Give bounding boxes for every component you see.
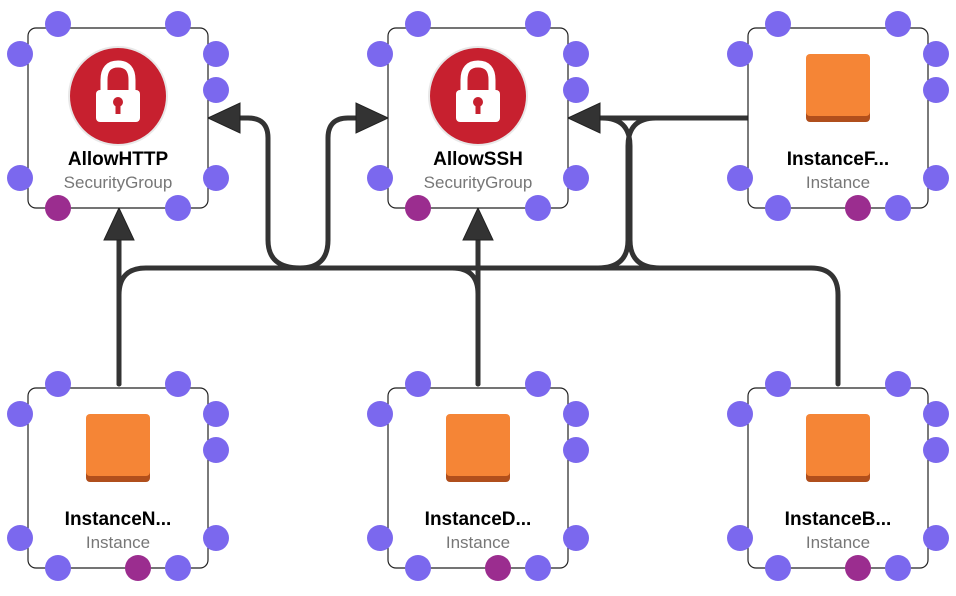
anchor-port[interactable] [845, 195, 871, 221]
node-instanced[interactable]: InstanceD... Instance [367, 371, 589, 581]
connection-port[interactable] [923, 437, 949, 463]
connection-port[interactable] [7, 401, 33, 427]
connection-port[interactable] [885, 195, 911, 221]
node-subtitle: SecurityGroup [424, 173, 533, 192]
edge-bus[interactable] [116, 265, 841, 387]
node-subtitle: SecurityGroup [64, 173, 173, 192]
anchor-port[interactable] [125, 555, 151, 581]
connection-port[interactable] [727, 165, 753, 191]
connection-port[interactable] [367, 525, 393, 551]
connection-port[interactable] [165, 371, 191, 397]
node-subtitle: Instance [806, 533, 870, 552]
node-title: InstanceF... [787, 149, 889, 170]
edge-bus-instanced[interactable] [449, 265, 481, 387]
connection-port[interactable] [405, 11, 431, 37]
instance-icon [86, 414, 150, 482]
connection-port[interactable] [765, 555, 791, 581]
connection-port[interactable] [923, 525, 949, 551]
connection-port[interactable] [885, 11, 911, 37]
node-subtitle: Instance [806, 173, 870, 192]
connection-port[interactable] [563, 77, 589, 103]
arrowhead-allowhttp-right [206, 102, 241, 134]
connection-port[interactable] [765, 195, 791, 221]
connection-port[interactable] [765, 371, 791, 397]
edge-bus-instancef[interactable] [595, 115, 659, 271]
connection-port[interactable] [525, 555, 551, 581]
node-title: AllowHTTP [68, 149, 169, 170]
connection-port[interactable] [563, 437, 589, 463]
connection-port[interactable] [165, 195, 191, 221]
connection-port[interactable] [727, 41, 753, 67]
node-subtitle: Instance [86, 533, 150, 552]
connection-port[interactable] [203, 41, 229, 67]
edge-bus-allowssh-a[interactable] [297, 115, 359, 271]
edge-bus-allowhttp[interactable] [237, 115, 303, 271]
connection-port[interactable] [405, 555, 431, 581]
connection-port[interactable] [525, 11, 551, 37]
connection-port[interactable] [7, 165, 33, 191]
connection-port[interactable] [563, 41, 589, 67]
connection-port[interactable] [563, 401, 589, 427]
edge-bus-instancef-b[interactable] [599, 115, 663, 271]
padlock-icon [68, 46, 168, 146]
anchor-port[interactable] [485, 555, 511, 581]
connection-port[interactable] [923, 165, 949, 191]
connection-port[interactable] [45, 371, 71, 397]
connection-port[interactable] [203, 165, 229, 191]
connection-port[interactable] [203, 77, 229, 103]
node-allowssh[interactable]: AllowSSH SecurityGroup [367, 11, 589, 221]
instance-icon [446, 414, 510, 482]
arrowhead-allowssh-left [355, 102, 390, 134]
connection-port[interactable] [367, 401, 393, 427]
connection-port[interactable] [367, 165, 393, 191]
connection-port[interactable] [885, 371, 911, 397]
edges-layer [103, 102, 841, 387]
connection-port[interactable] [563, 525, 589, 551]
connection-port[interactable] [367, 41, 393, 67]
connection-port[interactable] [165, 11, 191, 37]
connection-port[interactable] [165, 555, 191, 581]
connection-port[interactable] [45, 11, 71, 37]
anchor-port[interactable] [845, 555, 871, 581]
connection-port[interactable] [563, 165, 589, 191]
connection-port[interactable] [885, 555, 911, 581]
connection-port[interactable] [45, 555, 71, 581]
anchor-port[interactable] [405, 195, 431, 221]
node-title: InstanceD... [425, 509, 532, 530]
node-instancef[interactable]: InstanceF... Instance [727, 11, 949, 221]
node-title: InstanceB... [785, 509, 892, 530]
connection-port[interactable] [7, 41, 33, 67]
node-title: AllowSSH [433, 149, 523, 170]
connection-port[interactable] [727, 525, 753, 551]
connection-port[interactable] [923, 41, 949, 67]
connection-port[interactable] [727, 401, 753, 427]
node-instanceb[interactable]: InstanceB... Instance [727, 371, 949, 581]
instance-icon [806, 414, 870, 482]
connection-port[interactable] [525, 371, 551, 397]
connection-port[interactable] [765, 11, 791, 37]
anchor-port[interactable] [45, 195, 71, 221]
node-subtitle: Instance [446, 533, 510, 552]
connection-port[interactable] [203, 437, 229, 463]
connection-port[interactable] [405, 371, 431, 397]
node-title: InstanceN... [65, 509, 172, 530]
connection-port[interactable] [923, 77, 949, 103]
connection-port[interactable] [7, 525, 33, 551]
padlock-icon [428, 46, 528, 146]
connection-port[interactable] [203, 525, 229, 551]
arrowhead-allowhttp-bottom [103, 206, 135, 241]
instance-icon [806, 54, 870, 122]
arrowhead-allowssh-bottom [462, 206, 494, 241]
connection-port[interactable] [923, 401, 949, 427]
connection-port[interactable] [525, 195, 551, 221]
connection-port[interactable] [203, 401, 229, 427]
nodes-layer: AllowHTTP SecurityGroup AllowSSH SecurityGr… [7, 11, 949, 581]
arrowhead-allowssh-right [566, 102, 601, 134]
node-allowhttp[interactable]: AllowHTTP SecurityGroup [7, 11, 229, 221]
node-instancen[interactable]: InstanceN... Instance [7, 371, 229, 581]
